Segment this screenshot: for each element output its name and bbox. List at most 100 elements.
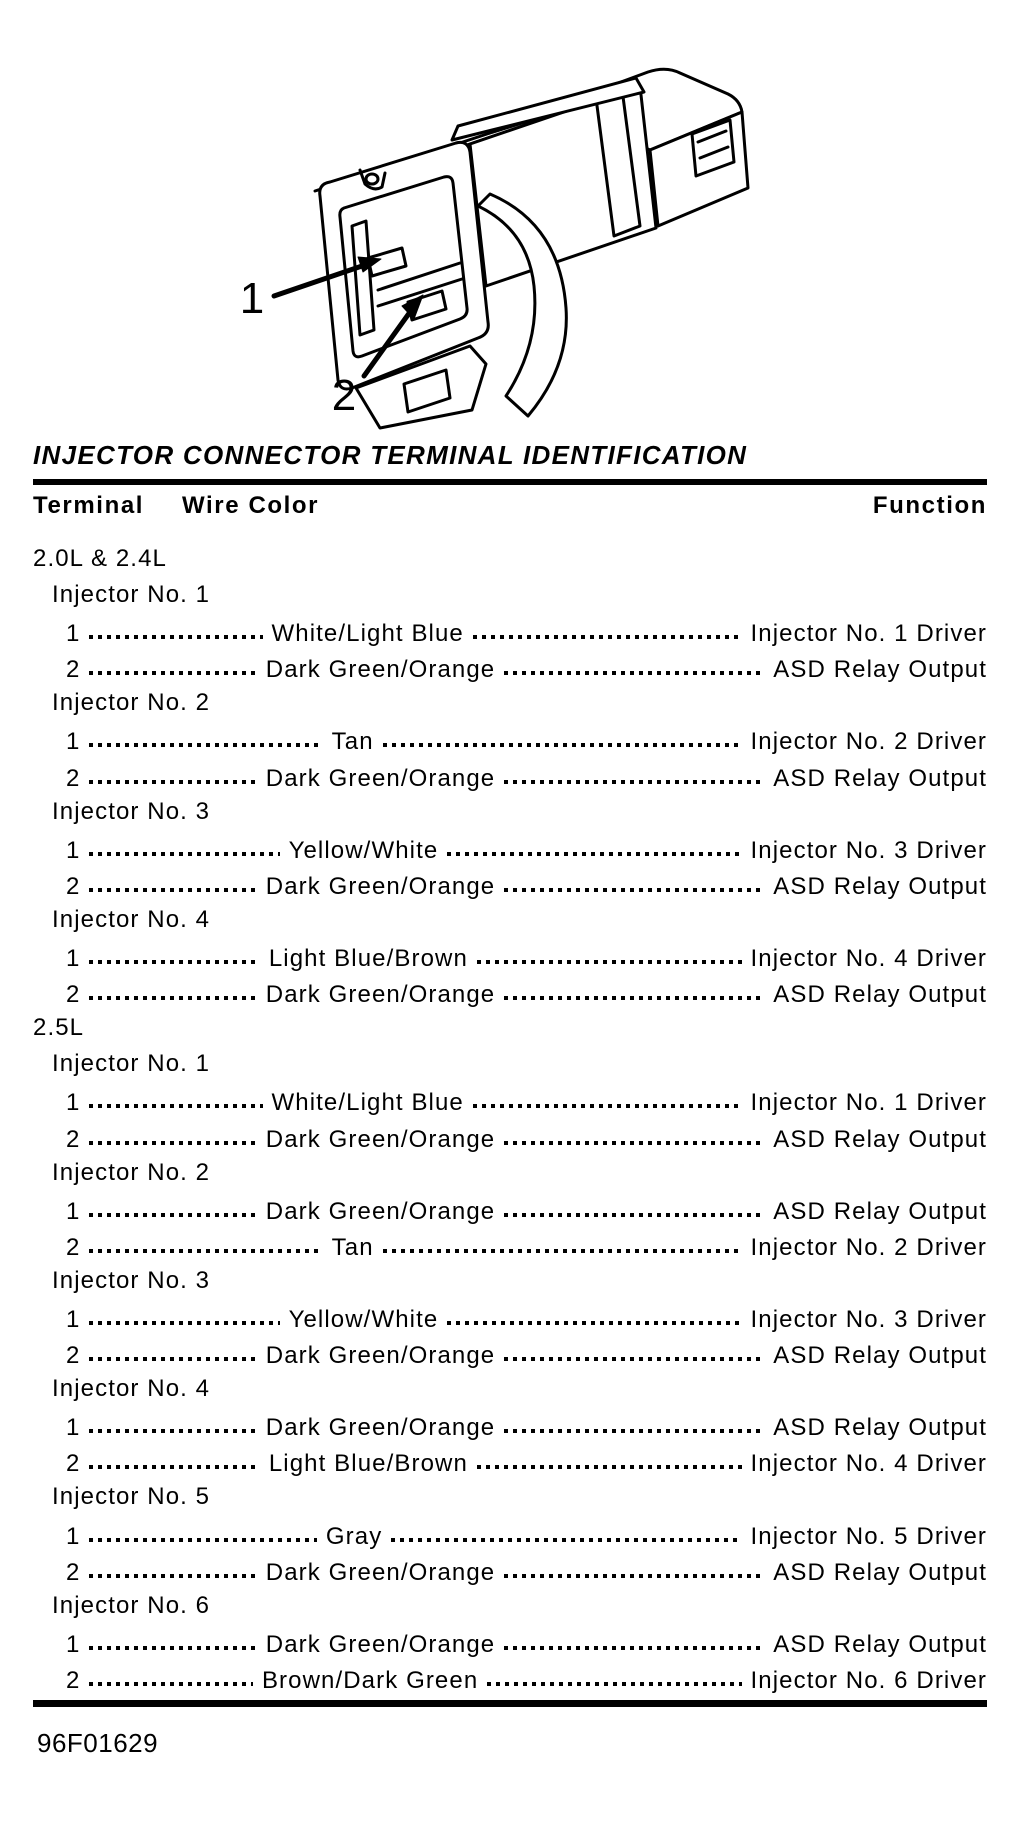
column-header-function: Function <box>872 492 987 519</box>
terminal-number: 2 <box>66 764 81 792</box>
dot-leader <box>80 870 265 894</box>
engine-section-label: 2.0L & 2.4L <box>33 545 167 572</box>
dot-leader <box>495 1339 773 1363</box>
injector-label: Injector No. 1 <box>52 581 211 609</box>
wire-color-value: Dark Green/Orange <box>265 872 496 900</box>
dot-leader <box>438 1303 750 1327</box>
dot-leader <box>80 1086 271 1110</box>
wire-color-value: Dark Green/Orange <box>265 1558 496 1586</box>
connector-line-art: 1 2 <box>240 67 750 430</box>
terminal-number: 1 <box>66 1522 81 1550</box>
function-value: ASD Relay Output <box>773 1197 987 1225</box>
function-value: ASD Relay Output <box>773 656 987 684</box>
function-value: ASD Relay Output <box>773 764 987 792</box>
dot-leader <box>374 1231 751 1255</box>
dot-leader <box>495 1628 773 1652</box>
function-value: ASD Relay Output <box>773 1630 987 1658</box>
wire-color-value: Tan <box>331 728 374 756</box>
wire-color-value: Light Blue/Brown <box>268 1450 468 1478</box>
dot-leader <box>464 617 751 641</box>
dot-leader <box>80 1303 288 1327</box>
wire-color-value: Dark Green/Orange <box>265 1197 496 1225</box>
terminal-number: 1 <box>66 728 81 756</box>
function-value: Injector No. 6 Driver <box>750 1666 987 1694</box>
dot-leader <box>495 1123 773 1147</box>
wire-color-value: Dark Green/Orange <box>265 1125 496 1153</box>
wire-color-value: Dark Green/Orange <box>265 1630 496 1658</box>
terminal-number: 2 <box>66 1125 81 1153</box>
dot-leader <box>468 942 751 966</box>
dot-leader <box>495 653 773 677</box>
terminal-number: 1 <box>66 1197 81 1225</box>
dot-leader <box>80 942 268 966</box>
dot-leader <box>374 725 751 749</box>
dot-leader <box>80 1195 265 1219</box>
dot-leader <box>438 834 750 858</box>
terminal-row: 1 Tan Injector No. 2 Driver <box>33 725 987 761</box>
wire-color-value: Tan <box>331 1233 374 1261</box>
engine-section-label: 2.5L <box>33 1014 85 1042</box>
function-value: Injector No. 2 Driver <box>750 728 987 756</box>
dot-leader <box>80 725 331 749</box>
function-value: Injector No. 2 Driver <box>750 1233 987 1261</box>
column-header-row: Terminal Wire Color Function <box>33 492 987 526</box>
injector-label: Injector No. 5 <box>52 1483 211 1511</box>
function-value: ASD Relay Output <box>773 1558 987 1586</box>
injector-label: Injector No. 4 <box>52 905 211 933</box>
terminal-number: 1 <box>66 1089 81 1117</box>
dot-leader <box>80 1447 268 1471</box>
terminal-number: 1 <box>66 620 81 648</box>
function-value: Injector No. 4 Driver <box>750 945 987 973</box>
callout-2-label: 2 <box>332 371 356 420</box>
injector-connector-figure: 1 2 <box>150 28 750 432</box>
callout-1-label: 1 <box>240 274 264 323</box>
connector-wing-clip <box>476 192 568 418</box>
function-value: Injector No. 3 Driver <box>750 836 987 864</box>
injector-label: Injector No. 4 <box>52 1375 211 1403</box>
function-value: Injector No. 4 Driver <box>750 1450 987 1478</box>
dot-leader <box>495 1411 773 1435</box>
injector-label: Injector No. 3 <box>52 1266 211 1294</box>
terminal-number: 2 <box>66 1233 81 1261</box>
wire-color-value: Light Blue/Brown <box>268 945 468 973</box>
dot-leader <box>80 653 265 677</box>
wire-color-value: Dark Green/Orange <box>265 1342 496 1370</box>
dot-leader <box>495 1556 773 1580</box>
terminal-number: 2 <box>66 1666 81 1694</box>
terminal-number: 2 <box>66 1450 81 1478</box>
terminal-number: 1 <box>66 1305 81 1333</box>
figure-code: 96F01629 <box>37 1728 159 1758</box>
dot-leader <box>495 870 773 894</box>
dot-leader <box>80 1123 265 1147</box>
dot-leader <box>495 762 773 786</box>
injector-label: Injector No. 2 <box>52 1158 211 1186</box>
wire-color-value: Dark Green/Orange <box>265 1414 496 1442</box>
dot-leader <box>80 1628 265 1652</box>
dot-leader <box>80 1664 261 1688</box>
injector-label: Injector No. 2 <box>52 689 211 717</box>
function-value: Injector No. 1 Driver <box>750 620 987 648</box>
injector-label: Injector No. 1 <box>52 1050 211 1078</box>
dot-leader <box>80 1339 265 1363</box>
terminal-number: 1 <box>66 836 81 864</box>
terminal-number: 1 <box>66 1414 81 1442</box>
dot-leader <box>80 1520 325 1544</box>
terminal-number: 2 <box>66 656 81 684</box>
terminal-row: 2 Light Blue/Brown Injector No. 4 Driver <box>33 1447 987 1483</box>
terminal-row: 1 Dark Green/Orange ASD Relay Output <box>33 1195 987 1231</box>
wire-color-value: White/Light Blue <box>271 1089 464 1117</box>
function-value: ASD Relay Output <box>773 872 987 900</box>
callout-arrows <box>271 256 424 379</box>
wire-color-value: Yellow/White <box>288 1305 439 1333</box>
